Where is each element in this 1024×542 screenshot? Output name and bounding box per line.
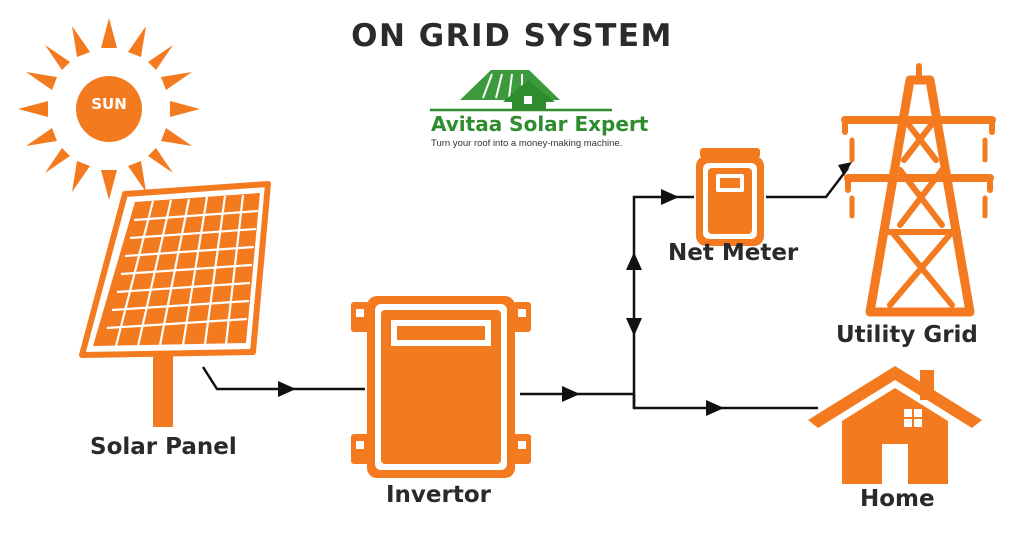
- edge-junction-to-meter: [632, 195, 694, 408]
- arrow-to-meter: [661, 189, 679, 205]
- utility-grid-label: Utility Grid: [836, 322, 978, 348]
- home-icon: [808, 366, 982, 484]
- edge-meter-to-grid: [766, 167, 849, 199]
- arrow-down: [626, 318, 642, 336]
- arrow-to-grid: [838, 162, 852, 176]
- net-meter-label: Net Meter: [668, 240, 799, 266]
- arrow-up: [626, 252, 642, 270]
- utility-grid-icon: [841, 63, 996, 317]
- sun-icon: [18, 18, 200, 200]
- diagram-title: ON GRID SYSTEM: [351, 18, 673, 54]
- inverter-icon: [351, 296, 531, 478]
- logo-name: Avitaa Solar Expert: [431, 112, 649, 136]
- solar-panel-icon: [79, 181, 271, 427]
- edge-junction-to-home: [632, 394, 818, 410]
- logo-house-icon: [430, 70, 612, 112]
- arrowheads: [278, 162, 852, 416]
- sun-label: SUN: [91, 95, 127, 113]
- logo-tagline: Turn your roof into a money-making machi…: [431, 138, 623, 149]
- arrow-to-home: [706, 400, 724, 416]
- arrow-inverter-junction: [562, 386, 580, 402]
- edge-panel-to-inverter: [201, 366, 365, 391]
- arrow-panel-inverter: [278, 381, 296, 397]
- solar-panel-label: Solar Panel: [90, 434, 237, 460]
- inverter-label: Invertor: [386, 482, 492, 508]
- net-meter-icon: [696, 148, 764, 246]
- home-label: Home: [860, 486, 935, 512]
